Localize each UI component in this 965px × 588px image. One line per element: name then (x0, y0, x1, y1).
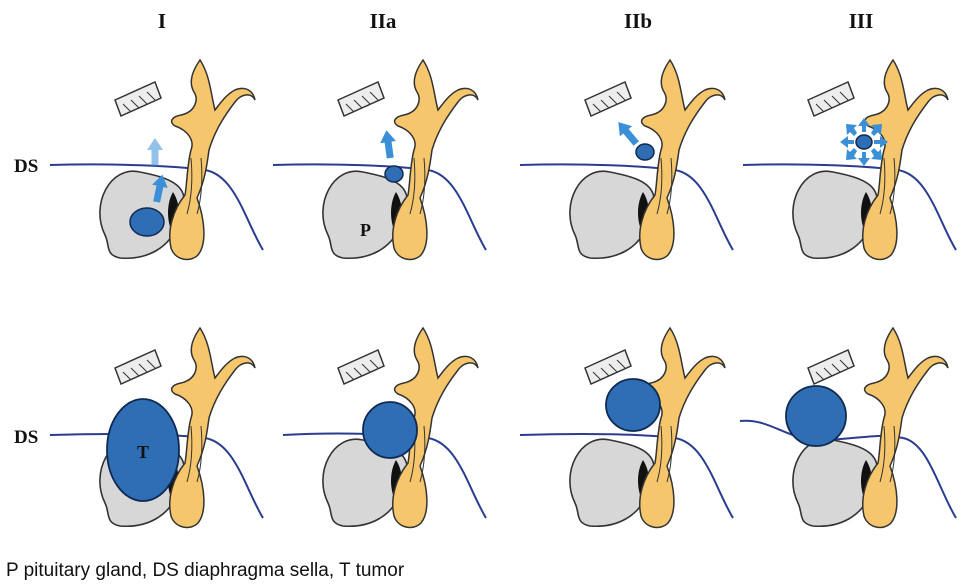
tumor-mass (606, 379, 660, 431)
panel-bottom-IIa (283, 328, 486, 527)
figure-caption: P pituitary gland, DS diaphragma sella, … (6, 560, 404, 582)
pituitary-label: P (360, 220, 371, 240)
row-label-ds-bottom: DS (14, 427, 38, 448)
tumor-marker (856, 135, 872, 149)
panel-top-I (50, 60, 263, 259)
up-arrow-icon (378, 129, 398, 159)
tumor-mass (786, 386, 846, 446)
panel-bottom-III (740, 328, 956, 527)
column-title-IIb: IIb (624, 9, 652, 33)
up-arrow-icon (612, 117, 642, 149)
column-title-IIa: IIa (370, 9, 397, 33)
radiating-arrows-icon (840, 118, 888, 166)
tumor-marker (385, 166, 403, 182)
panel-top-IIb (520, 60, 733, 259)
row-label-ds-top: DS (14, 156, 38, 177)
tumor-marker (130, 208, 164, 236)
panel-top-IIa: P (273, 60, 486, 259)
tumor-mass (363, 402, 417, 458)
column-title-I: I (158, 9, 166, 33)
panel-bottom-I: T (50, 328, 263, 527)
panel-bottom-IIb (520, 328, 733, 527)
tumor-label: T (137, 442, 149, 462)
column-title-III: III (849, 9, 874, 33)
panel-top-III (743, 60, 956, 259)
tumor-marker (636, 144, 654, 160)
up-arrow-icon (147, 138, 163, 166)
